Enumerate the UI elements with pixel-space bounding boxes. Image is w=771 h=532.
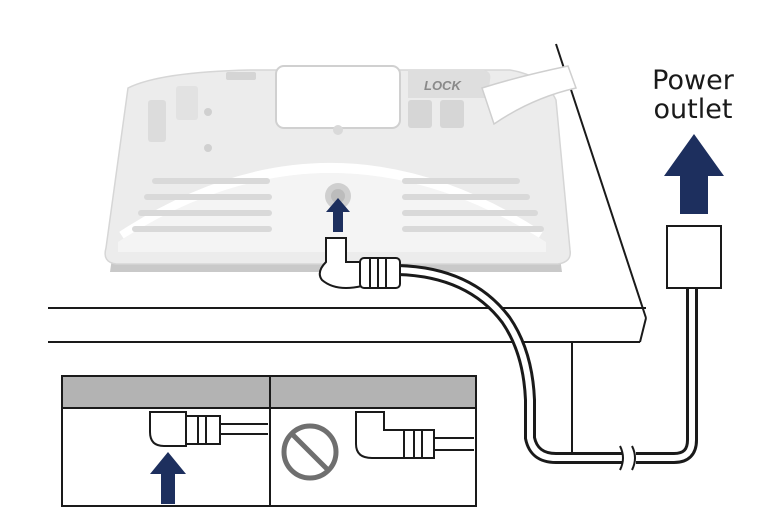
lock-label: LOCK bbox=[424, 78, 462, 93]
power-adapter bbox=[666, 225, 722, 289]
power-outlet-line1: Power bbox=[652, 65, 734, 96]
arrow-up-icon bbox=[664, 134, 724, 214]
mounting-plate bbox=[275, 65, 401, 129]
power-outlet-label: Power outlet bbox=[628, 66, 758, 124]
prohibited-icon bbox=[281, 423, 339, 481]
power-outlet-line2: outlet bbox=[653, 94, 733, 125]
correct-plug-orientation bbox=[149, 411, 268, 447]
arrow-up-icon bbox=[326, 198, 350, 232]
dc-plug bbox=[318, 237, 401, 289]
vents-right bbox=[402, 178, 544, 232]
power-cable bbox=[397, 264, 698, 471]
incorrect-plug-orientation bbox=[355, 411, 474, 459]
arrow-up-icon bbox=[150, 452, 186, 504]
vents-left bbox=[132, 178, 272, 232]
